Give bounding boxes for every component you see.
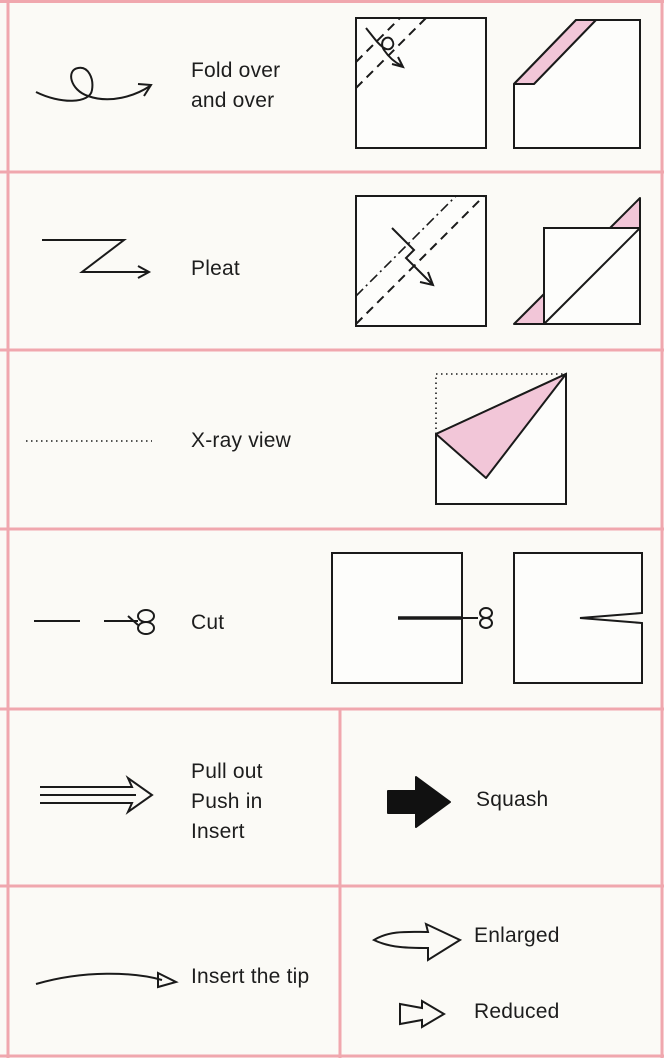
large-hollow-arrow-icon (371, 922, 463, 962)
row-label: Insert the tip (191, 965, 310, 988)
dotted-line-icon (26, 440, 152, 442)
scissors-line-icon (34, 609, 155, 635)
cut-after-diagram (513, 552, 643, 684)
right-label: Squash (476, 788, 549, 811)
row-x-ray-view: X-ray view (0, 350, 664, 529)
hollow-arrow-icon (40, 775, 154, 815)
row-pull-push-insert: Pull out Push in Insert Squash (0, 709, 664, 886)
row-insert-tip: Insert the tip Enlarged Reduced (0, 886, 664, 1058)
row-label: Cut (191, 611, 225, 634)
pleat-after-diagram (513, 197, 641, 325)
pleat-before-diagram (355, 195, 487, 327)
row-label: Pull out Push in Insert (191, 760, 263, 843)
row-cut: Cut (0, 529, 664, 709)
row-label: Fold over and over (191, 59, 281, 112)
row-pleat: Pleat (0, 172, 664, 350)
looped-arrow-icon (35, 66, 153, 102)
solid-black-arrow-icon (387, 776, 451, 828)
small-hollow-arrow-icon (399, 999, 446, 1029)
right-item-label: Reduced (474, 1000, 560, 1023)
fold-over-after-diagram (513, 19, 641, 149)
x-ray-view-diagram (435, 372, 567, 505)
zigzag-arrow-icon (42, 239, 152, 279)
row-label: Pleat (191, 257, 240, 280)
fold-over-before-diagram (355, 17, 487, 149)
long-arrow-open-head-icon (35, 971, 179, 989)
cut-before-diagram (331, 552, 493, 684)
right-item-label: Enlarged (474, 924, 560, 947)
row-fold-over-and-over: Fold over and over (0, 0, 664, 172)
row-label: X-ray view (191, 429, 292, 452)
